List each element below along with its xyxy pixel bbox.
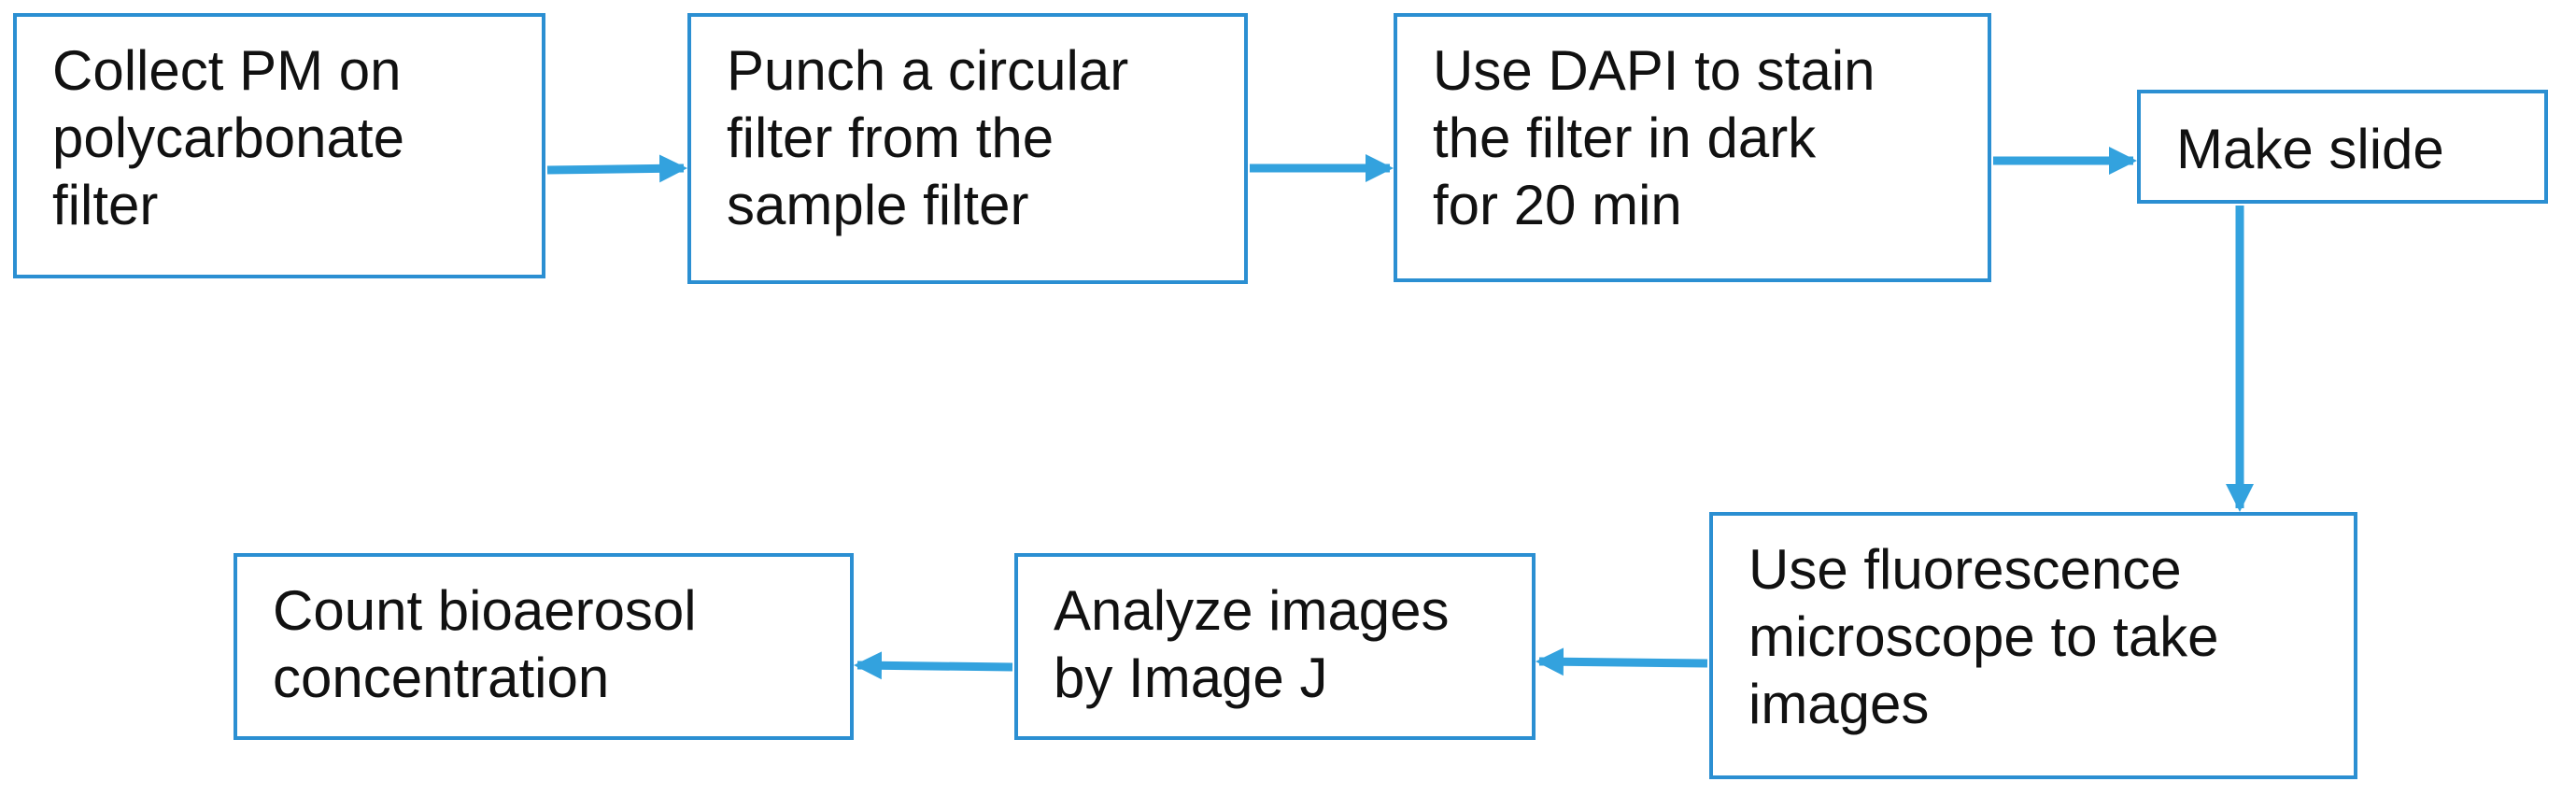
step-punch-filter: Punch a circular filter from the sample … — [687, 13, 1248, 284]
step-text-line: sample filter — [727, 174, 1029, 236]
step-text-line: Count bioaerosol — [273, 579, 697, 642]
step-text-line: polycarbonate — [52, 107, 404, 169]
step-text-line: Collect PM on — [52, 39, 402, 102]
step-text-line: images — [1748, 673, 1930, 735]
step-text-line: by Image J — [1054, 647, 1328, 709]
step-count-bioaerosol: Count bioaerosol concentration — [234, 553, 854, 740]
arrow-microscope-to-analyze — [1536, 647, 1708, 676]
step-text-line: microscope to take — [1748, 605, 2219, 668]
step-text-line: Make slide — [2176, 118, 2444, 180]
step-collect-pm: Collect PM on polycarbonate filter — [13, 13, 545, 278]
step-text-line: filter — [52, 174, 159, 236]
step-dapi-stain: Use DAPI to stain the filter in dark for… — [1394, 13, 1991, 282]
step-text-line: Use fluorescence — [1748, 538, 2182, 601]
arrow-collect-to-punch — [546, 154, 687, 183]
step-fluorescence-microscope: Use fluorescence microscope to take imag… — [1709, 512, 2357, 779]
step-analyze-images: Analyze images by Image J — [1014, 553, 1536, 740]
step-text-line: concentration — [273, 647, 610, 709]
step-text-line: the filter in dark — [1433, 107, 1817, 169]
step-make-slide: Make slide — [2137, 90, 2548, 204]
arrow-analyze-to-count — [854, 651, 1013, 680]
step-text-line: for 20 min — [1433, 174, 1682, 236]
step-text-line: filter from the — [727, 107, 1054, 169]
step-text-line: Analyze images — [1054, 579, 1450, 642]
step-text-line: Punch a circular — [727, 39, 1129, 102]
step-text-line: Use DAPI to stain — [1433, 39, 1875, 102]
